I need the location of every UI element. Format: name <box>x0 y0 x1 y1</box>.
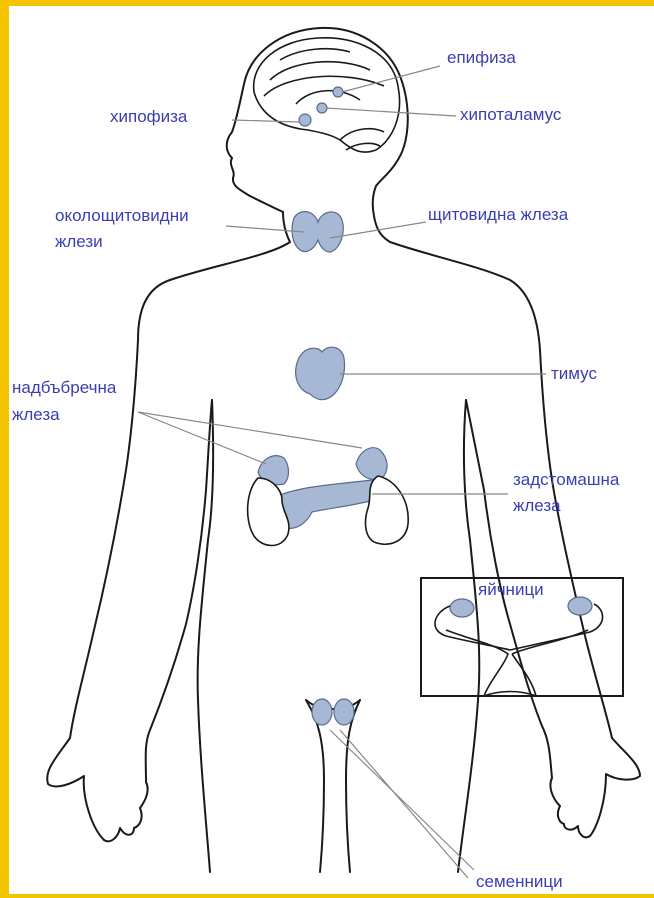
left-ovary <box>450 599 474 617</box>
glands <box>258 87 592 725</box>
right-adrenal <box>356 448 387 480</box>
label-pancreas-line2: жлеза <box>513 496 561 516</box>
label-parathyroid-line1: околощитовидни <box>55 206 189 226</box>
label-adrenal-line2: жлеза <box>12 405 60 425</box>
label-thymus: тимус <box>551 364 597 384</box>
label-ovaries: яйчници <box>478 580 544 600</box>
label-hypothalamus: хипоталамус <box>460 105 561 125</box>
right-ovary <box>568 597 592 615</box>
hypothalamus-gland <box>317 103 327 113</box>
pineal-gland <box>333 87 343 97</box>
brain-icon <box>254 38 400 152</box>
right-kidney <box>366 476 409 544</box>
right-testis <box>334 699 354 725</box>
label-pituitary: хипофиза <box>110 107 187 127</box>
label-parathyroid-line2: жлези <box>55 232 103 252</box>
label-adrenal-line1: надбъбречна <box>12 378 116 398</box>
label-pancreas-line1: задстомашна <box>513 470 619 490</box>
label-pineal: епифиза <box>447 48 516 68</box>
body-outline <box>47 28 640 872</box>
thymus-gland <box>296 347 345 399</box>
pituitary-gland <box>299 114 311 126</box>
left-testis <box>312 699 332 725</box>
left-kidney <box>248 478 289 546</box>
leader-lines <box>138 66 546 878</box>
label-testes: семенници <box>476 872 563 892</box>
label-thyroid: щитовидна жлеза <box>428 205 568 225</box>
